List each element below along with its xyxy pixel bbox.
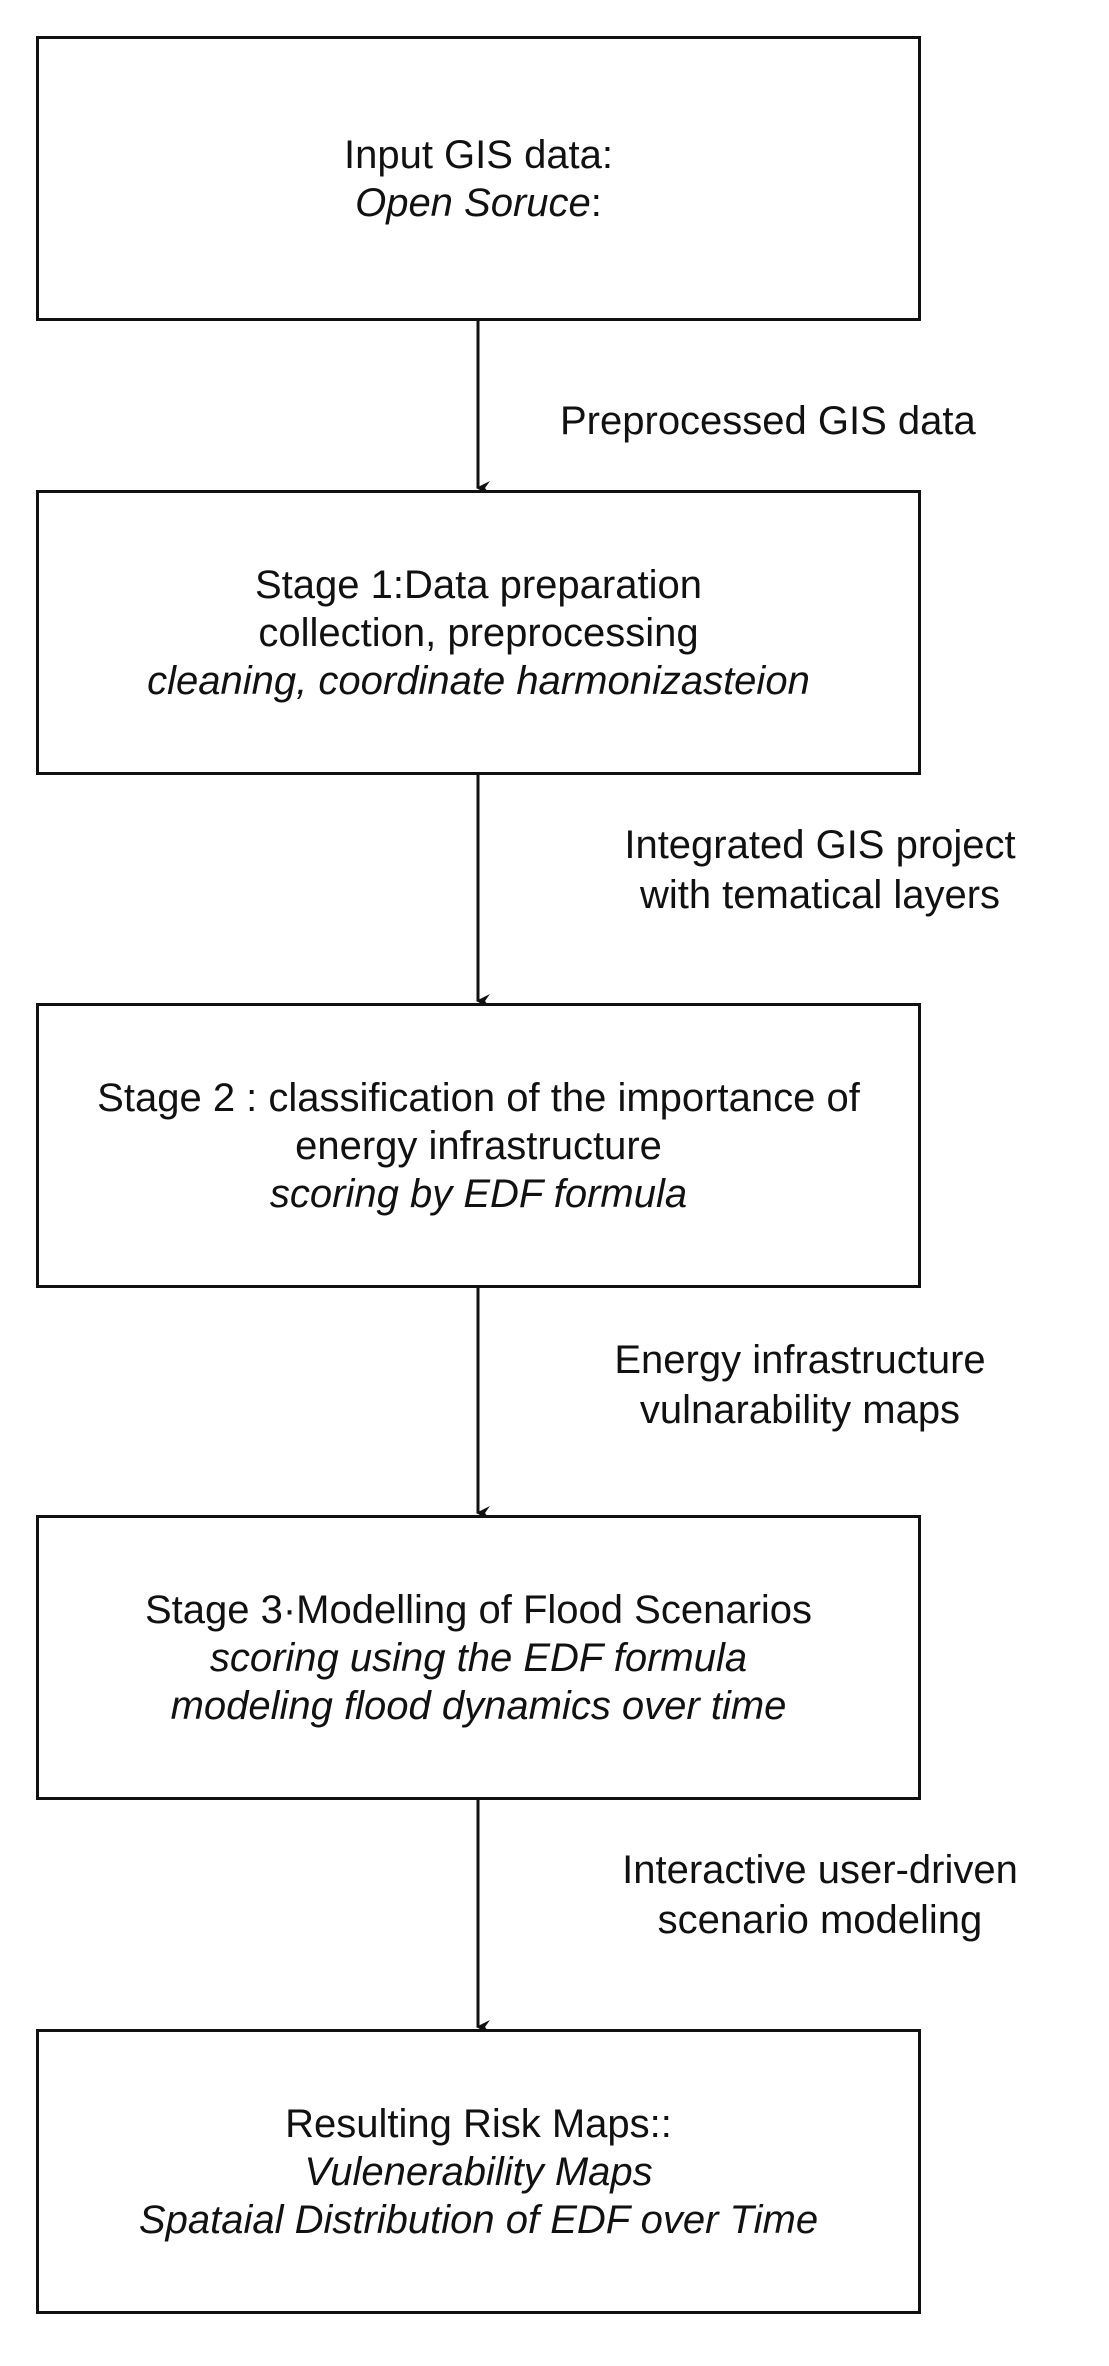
edge-1-line-1: Preprocessed GIS data bbox=[560, 399, 976, 443]
edge-4-line-2: scenario modeling bbox=[657, 1898, 983, 1942]
stage-2-box: Stage 2 : classification of the importan… bbox=[36, 1003, 921, 1288]
stage-1-box: Stage 1:Data preparation collection, pre… bbox=[36, 490, 921, 775]
edge-4-line-1: Interactive user-driven bbox=[622, 1848, 1018, 1892]
stage-3-box: Stage 3·Modelling of Flood Scenarios sco… bbox=[36, 1515, 921, 1800]
box-1-colon: : bbox=[590, 180, 602, 225]
edge-label-preprocessed: Preprocessed GIS data bbox=[560, 396, 1080, 446]
edge-2-line-2: with tematical layers bbox=[639, 873, 1001, 917]
edge-3-line-2: vulnarability maps bbox=[639, 1388, 961, 1432]
box-4-line-2: scoring using the EDF formula bbox=[209, 1635, 748, 1680]
box-3-title: Stage 2 : classification of the importan… bbox=[97, 1075, 860, 1120]
edge-label-vulnerability: Energy infrastructure vulnarability maps bbox=[540, 1335, 1060, 1435]
input-gis-data-box: Input GIS data: Open Soruce: bbox=[36, 36, 921, 321]
box-2-line-3: cleaning, coordinate harmonizasteion bbox=[147, 658, 810, 703]
box-1-italic: Open Soruce bbox=[355, 180, 591, 225]
box-3-line-2: energy infrastructure bbox=[295, 1123, 662, 1168]
edge-3-line-1: Energy infrastructure bbox=[614, 1338, 986, 1382]
box-3-line-3: scoring by EDF formula bbox=[269, 1171, 688, 1216]
box-4-line-3: modeling flood dynamics over time bbox=[170, 1683, 787, 1728]
edge-label-interactive: Interactive user-driven scenario modelin… bbox=[560, 1845, 1080, 1945]
box-5-line-2: Vulenerability Maps bbox=[304, 2149, 653, 2194]
box-1-subtitle: Open Soruce: bbox=[355, 179, 602, 227]
box-5-line-3: Spataial Distribution of EDF over Time bbox=[138, 2197, 819, 2242]
box-2-title: Stage 1:Data preparation bbox=[255, 562, 702, 607]
edge-label-integrated: Integrated GIS project with tematical la… bbox=[560, 820, 1080, 920]
box-5-title: Resulting Risk Maps:: bbox=[285, 2101, 672, 2146]
edge-2-line-1: Integrated GIS project bbox=[624, 823, 1016, 867]
box-1-title: Input GIS data: bbox=[343, 132, 614, 177]
box-4-title: Stage 3·Modelling of Flood Scenarios bbox=[144, 1587, 813, 1632]
box-2-line-2: collection, preprocessing bbox=[258, 610, 699, 655]
resulting-risk-maps-box: Resulting Risk Maps:: Vulenerability Map… bbox=[36, 2029, 921, 2314]
